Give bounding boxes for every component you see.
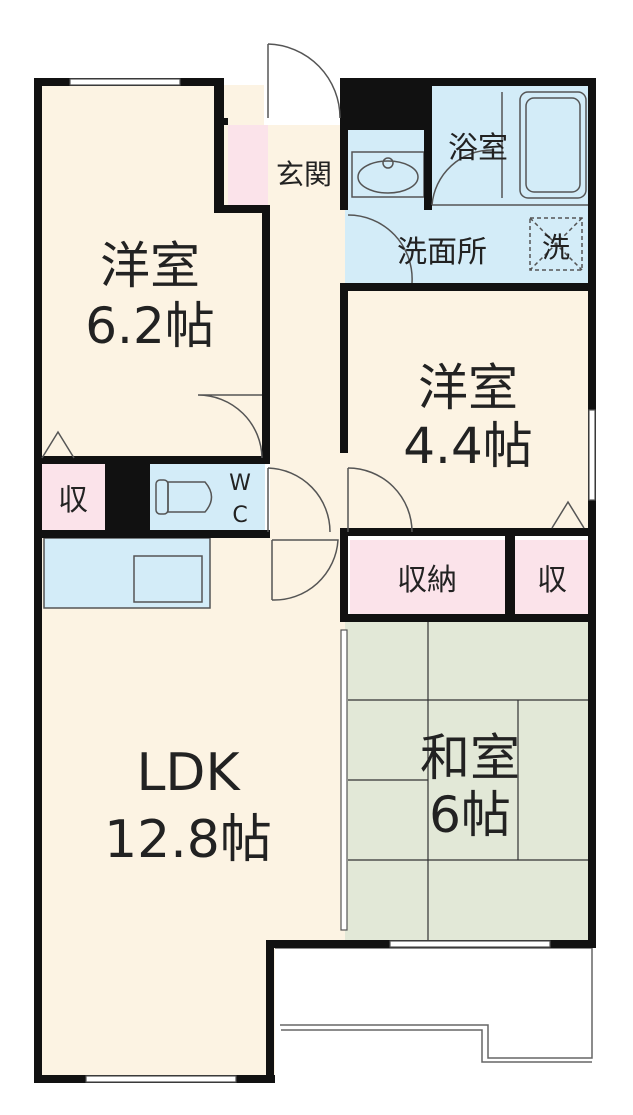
kitchen-sink: [133, 555, 203, 603]
label-wc-c: C: [232, 503, 247, 528]
walls: [34, 78, 596, 1083]
bathtub: [519, 91, 587, 199]
bathtub-inner: [525, 97, 581, 193]
tatami-grid: [348, 622, 590, 940]
doors: [41, 43, 585, 601]
room-name-ldk: LDK: [136, 743, 241, 803]
label-bathroom: 浴室: [448, 131, 508, 166]
room-size-western-large: 6.2帖: [85, 297, 215, 355]
balcony: [275, 947, 593, 1063]
western-small-floor: [345, 285, 590, 530]
room-name-japanese: 和室: [420, 729, 520, 787]
storage-left-floor: [40, 462, 105, 532]
entrance-floor: [268, 125, 342, 210]
toilet-bowl: [167, 481, 213, 513]
shoe-storage-floor: [228, 125, 268, 210]
wc-floor: [150, 462, 265, 532]
floors: [40, 85, 590, 1075]
western-large-floor: [40, 85, 264, 460]
washroom-floor: [345, 130, 590, 285]
label-storage-right: 収: [537, 563, 567, 598]
ldk-floor: [40, 210, 345, 1075]
storage-right-floor: [515, 540, 590, 615]
room-name-western-large: 洋室: [100, 237, 200, 295]
labels: 洋室 6.2帖 洋室 4.4帖 LDK 12.8帖 和室 6帖 浴室 洗面所 玄…: [58, 131, 570, 870]
washer-pan: [529, 217, 583, 271]
room-name-western-small: 洋室: [418, 359, 518, 417]
label-entrance: 玄関: [276, 158, 332, 191]
label-storage-left: 収: [58, 483, 88, 518]
label-washroom: 洗面所: [397, 235, 487, 270]
label-wc-w: W: [229, 471, 251, 496]
room-size-ldk: 12.8帖: [104, 810, 272, 870]
room-size-japanese: 6帖: [429, 786, 511, 844]
wash-basin-bowl: [357, 160, 419, 194]
room-size-western-small: 4.4帖: [403, 417, 533, 475]
storage-main-floor: [350, 540, 505, 615]
label-washer: 洗: [542, 231, 570, 264]
label-storage-main: 収納: [397, 563, 457, 598]
windows: [69, 78, 596, 1083]
